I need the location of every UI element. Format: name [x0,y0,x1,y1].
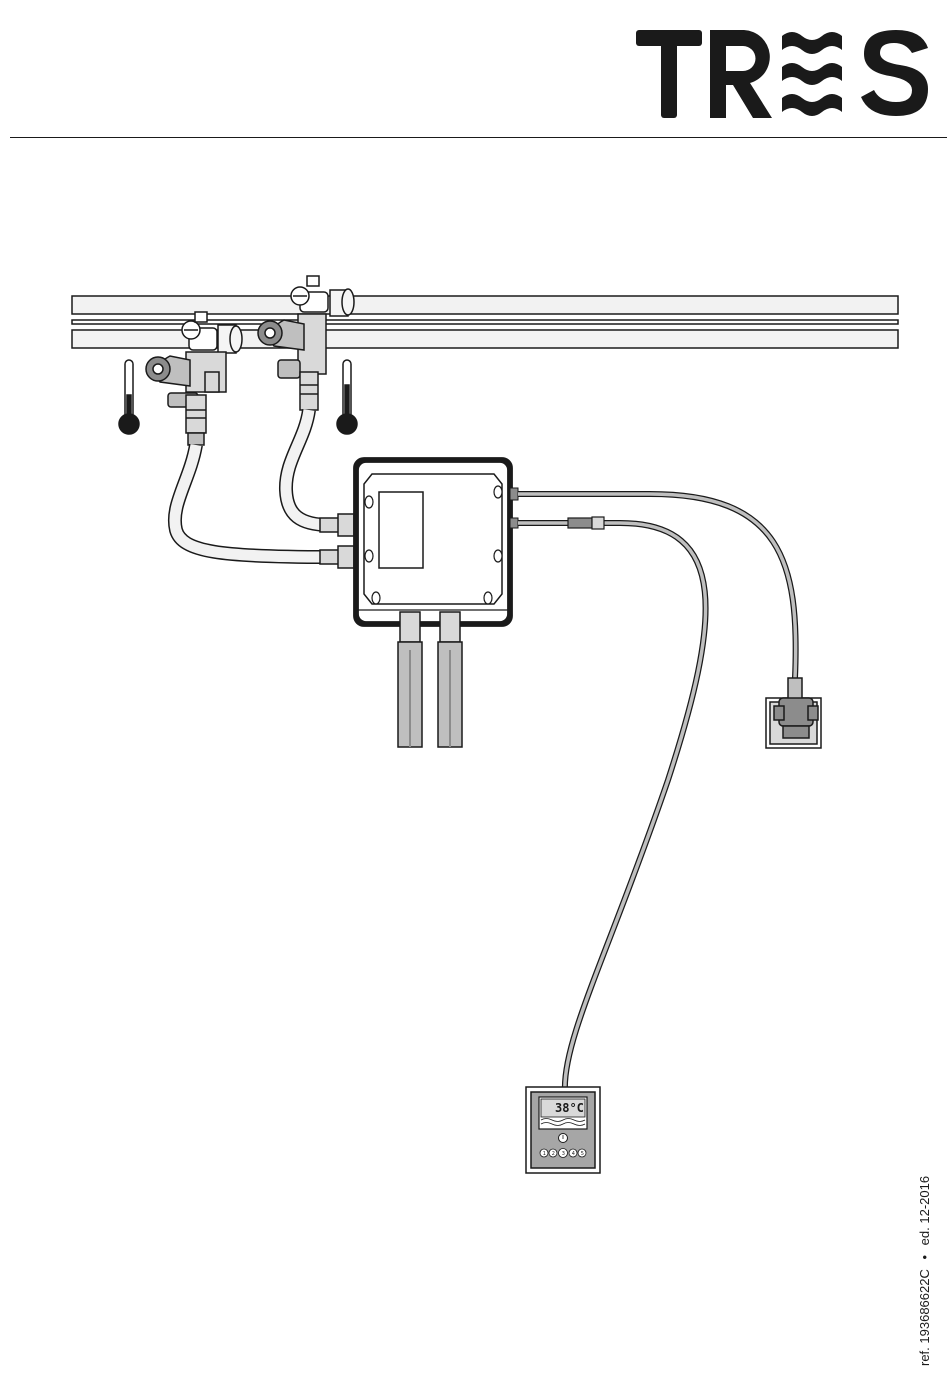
preset-button-3-label: 3 [562,1151,565,1157]
edition-date: ed. 12-2016 [917,1176,932,1245]
outlet-pipes [398,612,462,747]
preset-button-2-label: 2 [552,1151,555,1157]
preset-button-4-label: 4 [572,1151,575,1157]
inlet-fittings [320,514,354,568]
reference-separator: • [917,1255,932,1260]
control-box [354,458,518,626]
cables [518,494,796,1092]
cold-thermometer-icon [119,360,139,434]
reference-number: ref. 193686622C [917,1269,932,1366]
wall-connector [766,678,821,748]
temperature-display: 38°C [555,1101,584,1115]
document-reference: ref. 193686622C • ed. 12-2016 [917,1176,932,1366]
preset-button-5-label: 5 [581,1151,584,1157]
preset-button-1-label: 1 [543,1151,546,1157]
hot-thermometer-icon [337,360,357,434]
digital-control-panel: 38°C 1 2 3 4 5 [526,1087,600,1173]
